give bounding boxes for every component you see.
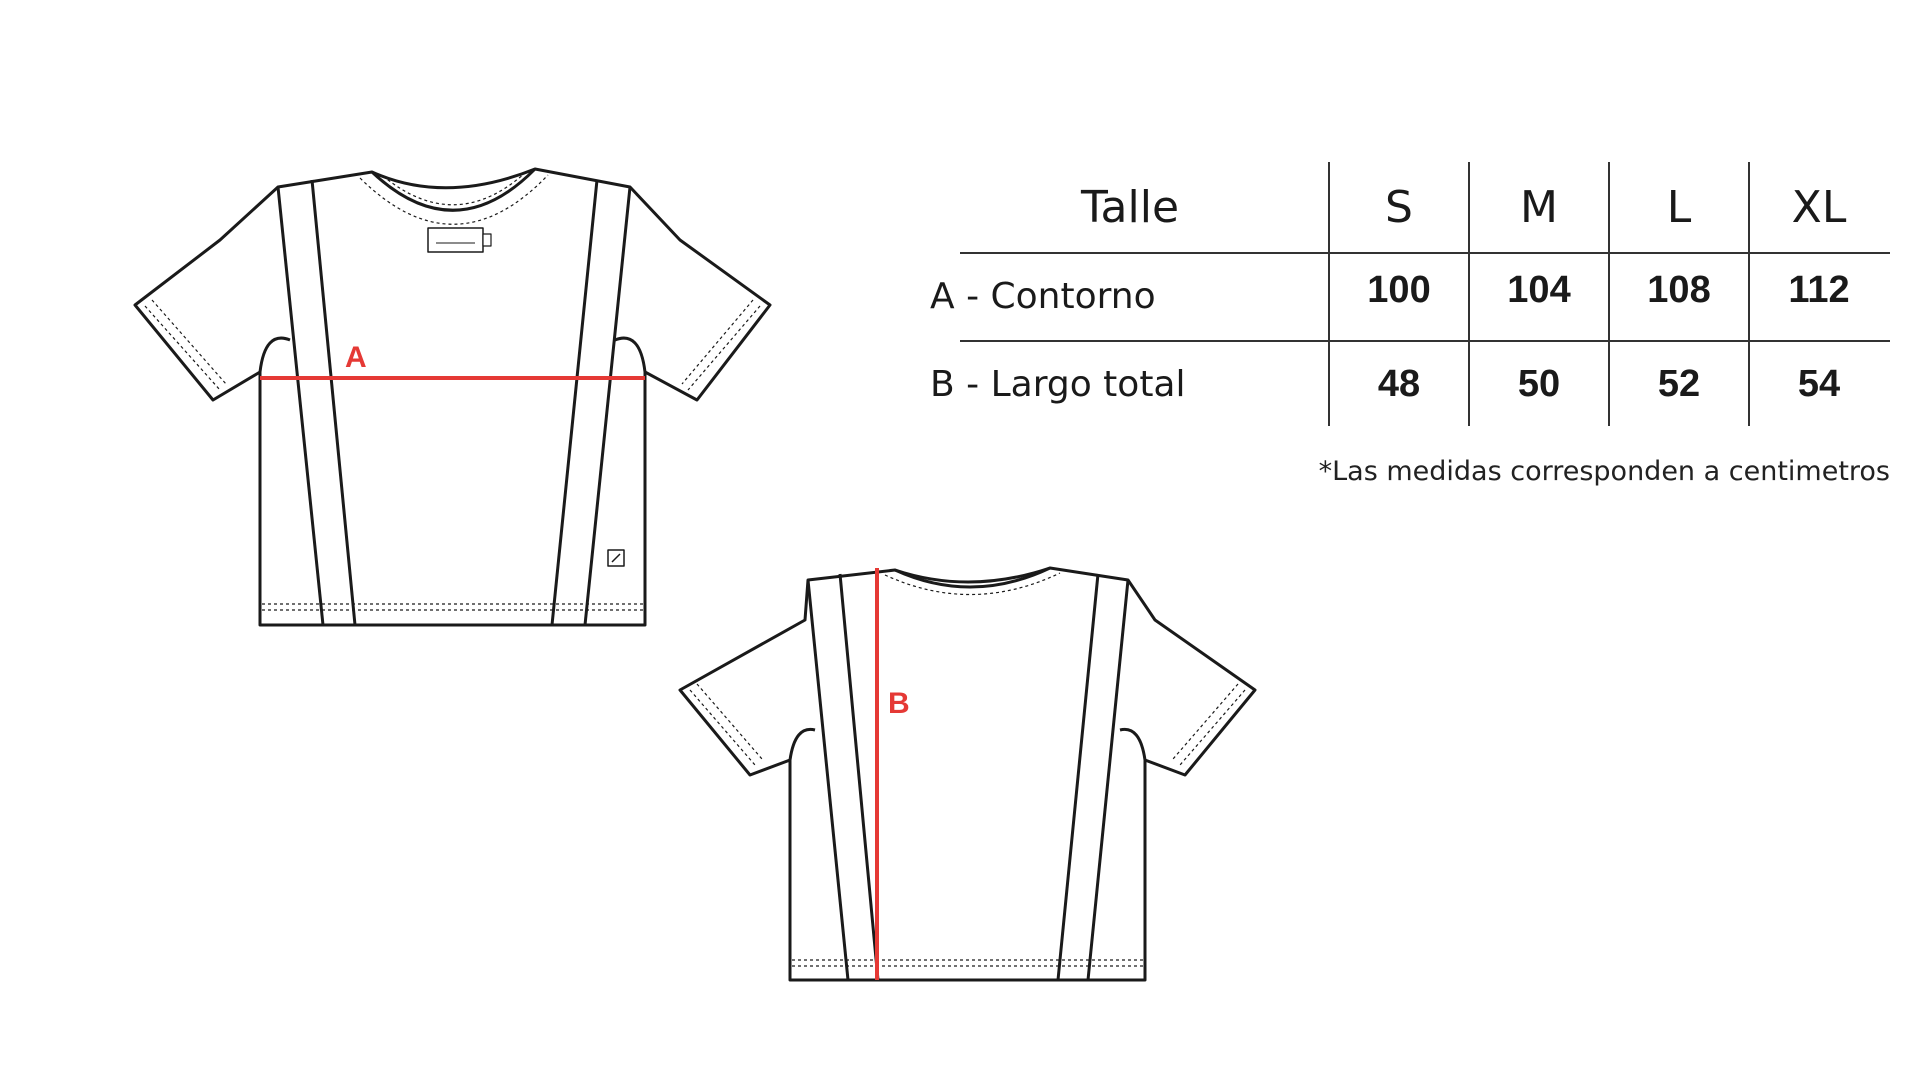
size-header-l: L [1666,181,1692,233]
table-cell: 48 [1377,362,1421,405]
header-label: Talle [1080,181,1180,233]
size-header-m: M [1520,181,1558,233]
row-label-largo-total: B - Largo total [930,363,1186,405]
t-shirt-front-icon [133,167,772,627]
table-cell: 112 [1788,268,1850,311]
table-cell: 52 [1657,362,1701,405]
size-table: Talle S M L XL A - Contorno 100 104 108 … [930,162,1890,426]
table-divider [1608,162,1610,426]
callout-a: A [345,341,367,374]
table-divider [1748,162,1750,426]
table-divider [1468,162,1470,426]
table-cell: 104 [1507,268,1571,311]
t-shirt-back-icon [678,566,1257,982]
table-divider [1328,162,1330,426]
footnote: *Las medidas corresponden a centimetros [1318,456,1890,487]
table-cell: 54 [1797,362,1841,405]
table-cell: 50 [1517,362,1561,405]
table-cell: 108 [1647,268,1711,311]
table-divider [960,340,1890,342]
neck-label-icon [427,227,484,253]
size-header-xl: XL [1791,181,1847,233]
table-divider [960,252,1890,254]
table-cell: 100 [1367,268,1431,311]
row-label-contorno: A - Contorno [930,275,1156,317]
size-header-s: S [1385,181,1413,233]
callout-b: B [888,687,910,720]
